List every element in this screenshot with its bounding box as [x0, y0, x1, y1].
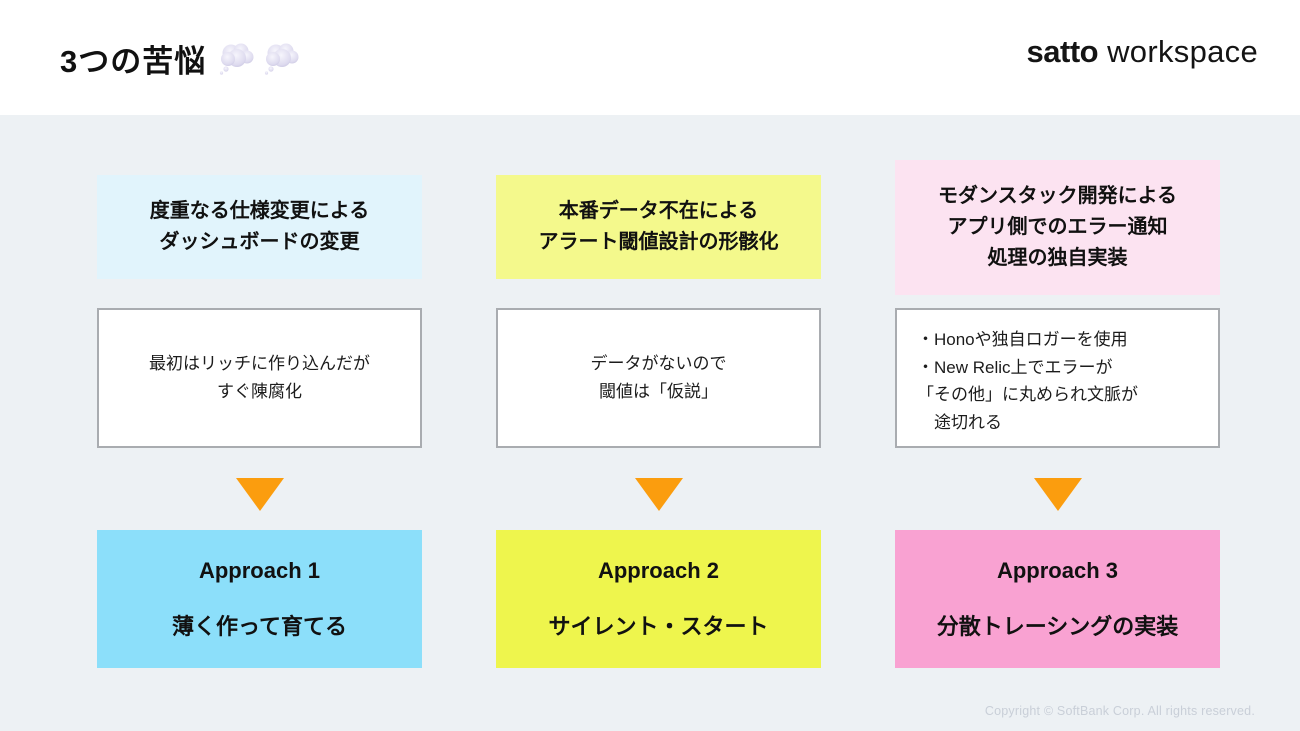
- down-arrow-icon: [235, 478, 284, 511]
- copyright-text: Copyright © SoftBank Corp. All rights re…: [984, 704, 1255, 718]
- approach-label: 薄く作って育てる: [172, 613, 347, 639]
- approach-title: Approach 2: [597, 557, 720, 583]
- detail-box: データがないので 閾値は「仮説」: [496, 308, 821, 448]
- approach-label: 分散トレーシングの実装: [936, 613, 1179, 639]
- problem-box: 度重なる仕様変更による ダッシュボードの変更: [97, 175, 422, 279]
- logo-light-text: workspace: [1107, 34, 1258, 69]
- column-approach-1: 度重なる仕様変更による ダッシュボードの変更 最初はリッチに作り込んだが すぐ陳…: [97, 115, 422, 731]
- thought-balloons: [218, 42, 300, 75]
- approach-box: Approach 1 薄く作って育てる: [97, 530, 422, 668]
- logo-bold-text: satto: [1026, 34, 1099, 69]
- detail-box: 最初はリッチに作り込んだが すぐ陳腐化: [97, 308, 422, 448]
- approach-box: Approach 2 サイレント・スタート: [496, 530, 821, 668]
- thought-balloon-icon: [220, 43, 254, 75]
- satto-workspace-logo: satto workspace: [1027, 34, 1258, 70]
- problem-text: 度重なる仕様変更による ダッシュボードの変更: [149, 200, 370, 253]
- detail-text: 最初はリッチに作り込んだが すぐ陳腐化: [149, 354, 370, 401]
- top-bar: 3つの苦悩: [0, 0, 1300, 115]
- page-title: 3つの苦悩: [60, 44, 207, 79]
- column-approach-3: モダンスタック開発による アプリ側でのエラー通知 処理の独自実装 ・Honoや独…: [895, 115, 1220, 731]
- problem-header-area: 本番データ不在による アラート閾値設計の形骸化: [496, 160, 821, 294]
- problem-box: 本番データ不在による アラート閾値設計の形骸化: [496, 175, 821, 279]
- approach-title: Approach 3: [996, 557, 1119, 583]
- detail-box: ・Honoや独自ロガーを使用 ・New Relic上でエラーが 「その他」に丸め…: [895, 308, 1220, 448]
- approach-box: Approach 3 分散トレーシングの実装: [895, 530, 1220, 668]
- problem-text: モダンスタック開発による アプリ側でのエラー通知 処理の独自実装: [938, 184, 1177, 269]
- approach-title: Approach 1: [198, 557, 321, 583]
- problem-header-area: モダンスタック開発による アプリ側でのエラー通知 処理の独自実装: [895, 159, 1220, 295]
- thought-balloon-icon: [265, 43, 299, 75]
- problem-box: モダンスタック開発による アプリ側でのエラー通知 処理の独自実装: [895, 159, 1220, 295]
- down-arrow-icon: [634, 478, 683, 511]
- down-arrow-icon: [1033, 478, 1082, 511]
- slide-body: 度重なる仕様変更による ダッシュボードの変更 最初はリッチに作り込んだが すぐ陳…: [0, 115, 1300, 731]
- problem-text: 本番データ不在による アラート閾値設計の形骸化: [538, 200, 779, 253]
- detail-text: ・Honoや独自ロガーを使用 ・New Relic上でエラーが 「その他」に丸め…: [917, 330, 1138, 432]
- approach-label: サイレント・スタート: [548, 613, 769, 639]
- title-wrap: 3つの苦悩: [60, 36, 300, 81]
- problem-header-area: 度重なる仕様変更による ダッシュボードの変更: [97, 160, 422, 294]
- detail-text: データがないので 閾値は「仮説」: [590, 354, 727, 401]
- column-approach-2: 本番データ不在による アラート閾値設計の形骸化 データがないので 閾値は「仮説」…: [496, 115, 821, 731]
